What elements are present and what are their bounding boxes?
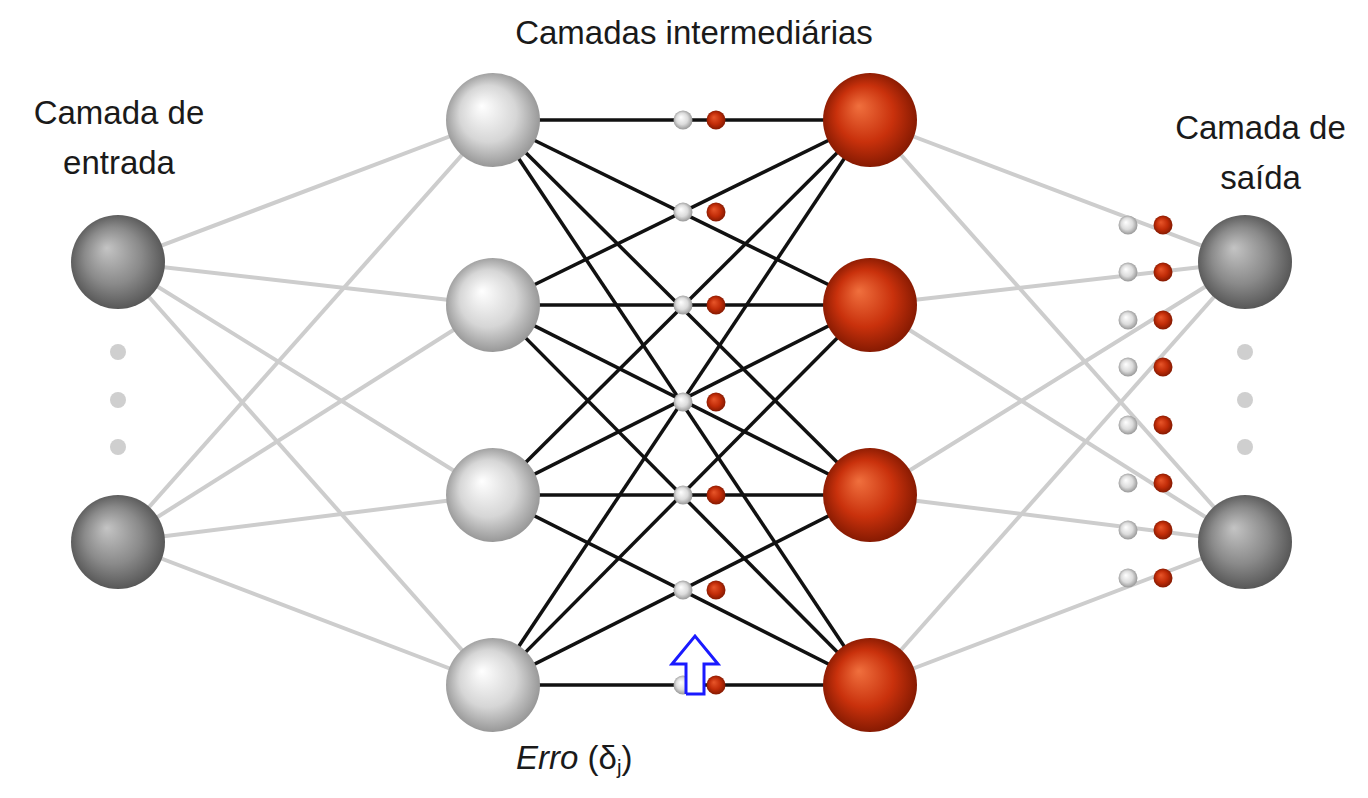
weight-line [118,495,493,542]
error-dot [707,203,726,222]
error-dot [1119,416,1138,435]
error-dot [674,486,693,505]
weight-line [118,542,493,685]
error-dot [707,676,726,695]
error-dot [1154,416,1173,435]
ellipsis-dot [110,439,126,455]
output-neuron [1198,215,1292,309]
hidden-neuron [446,638,540,732]
error-dot [707,581,726,600]
weight-line [870,262,1245,685]
hidden-layer [446,73,540,732]
hidden-neuron [446,258,540,352]
error-dot [674,581,693,600]
error-dots [674,111,1173,695]
error-dot [1154,216,1173,235]
error-dot [674,296,693,315]
hidden-neuron [446,73,540,167]
output-neuron [1198,495,1292,589]
error-dot [1154,521,1173,540]
error-dot [674,203,693,222]
ellipsis-dot [1237,392,1253,408]
weight-line [493,305,870,685]
weight-line [870,262,1245,495]
weight-line [493,305,870,685]
error-dot [1154,474,1173,493]
weight-line [493,120,870,495]
error-dot [1119,311,1138,330]
weight-line [118,120,493,262]
input-neuron [71,495,165,589]
layer-label: Camadas intermediárias [434,8,954,58]
hidden-neuron [446,448,540,542]
error-dot [1154,569,1173,588]
error-dot [707,393,726,412]
weight-line [118,262,493,685]
error-dot [707,296,726,315]
input-neuron [71,215,165,309]
output-layer [1198,215,1292,589]
weight-line [493,120,870,685]
ellipsis-dot [110,392,126,408]
error-label: Erro (δj) [516,733,716,783]
weight-line [493,120,870,305]
weight-line [493,120,870,685]
weight-line [870,305,1245,542]
weight-line [493,305,870,495]
error-dot [1119,263,1138,282]
hidden-red-neuron [823,638,917,732]
error-dot [1119,358,1138,377]
ellipsis-dot [1237,344,1253,360]
weight-line [118,262,493,495]
weight-line [870,495,1245,542]
weight-line [118,305,493,542]
layer-label: Camada de saída [1158,103,1363,202]
hidden-red-neuron [823,73,917,167]
error-dot [1119,521,1138,540]
hidden-red-neuron [823,448,917,542]
error-dot [1154,358,1173,377]
error-dot [674,111,693,130]
error-dot [1119,474,1138,493]
hidden-red-layer [823,73,917,732]
weight-line [493,120,870,305]
weight-line [493,120,870,495]
ellipsis-dot [1237,439,1253,455]
weight-line [870,120,1245,542]
ellipsis [110,344,1253,455]
error-dot [707,486,726,505]
ellipsis-dot [110,344,126,360]
hidden-red-neuron [823,258,917,352]
error-dot [1154,311,1173,330]
error-dot [1154,263,1173,282]
weight-line [870,542,1245,685]
weight-line [118,120,493,542]
weight-line [493,305,870,495]
error-arrow [672,636,718,694]
error-dot [707,111,726,130]
error-dot [1119,216,1138,235]
input-layer [71,215,165,589]
error-dot [674,393,693,412]
connections [118,120,1245,685]
layer-label: Camada de entrada [8,88,230,187]
error-dot [1119,569,1138,588]
